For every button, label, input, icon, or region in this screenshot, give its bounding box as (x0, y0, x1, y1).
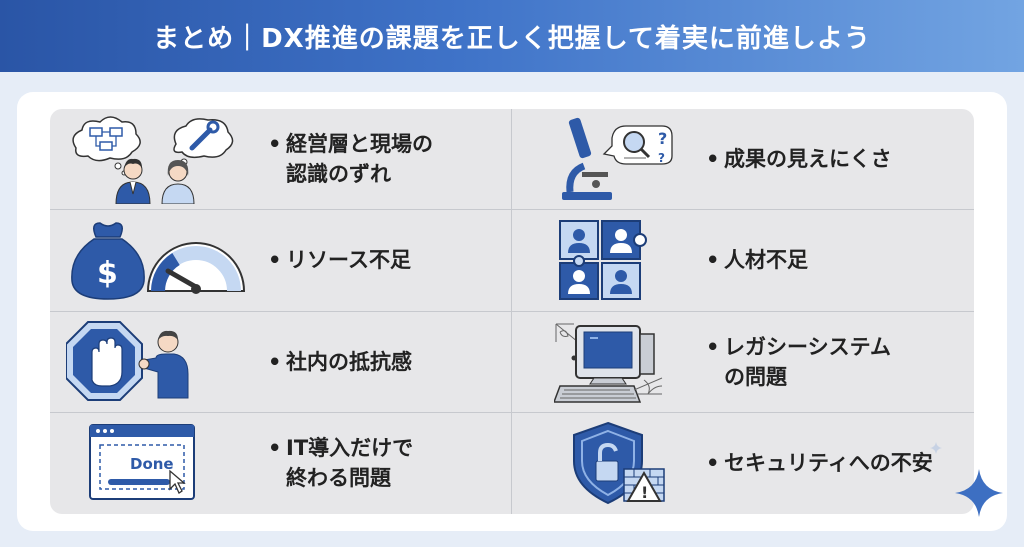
header-banner: まとめ｜DX推進の課題を正しく把握して着実に前進しよう (0, 0, 1024, 72)
page-title: まとめ｜DX推進の課題を正しく把握して着実に前進しよう (153, 23, 871, 54)
issue-text: • セキュリティへの不安 (706, 448, 933, 478)
bullet: • (706, 451, 720, 476)
issue-text: • 成果の見えにくさ (706, 144, 892, 174)
issue-cell-visibility: ? ? • 成果の見えにくさ (512, 109, 974, 211)
done-window-icon (89, 424, 195, 501)
bullet: • (268, 248, 282, 273)
issue-cell-resources: $ • リソース不足 (50, 210, 512, 312)
issue-cell-talent: • 人材不足 (512, 210, 974, 312)
issue-label: 人材不足 (724, 248, 808, 273)
puzzle-people-icon (559, 220, 647, 301)
bullet: • (706, 248, 720, 273)
issue-text: • 経営層と現場の 認識のずれ (268, 129, 433, 189)
issue-cell-management-gap: • 経営層と現場の 認識のずれ (50, 109, 512, 211)
issue-label: IT導入だけで 終わる問題 (286, 436, 414, 491)
issue-label: 経営層と現場の 認識のずれ (286, 132, 433, 186)
old-computer-icon (554, 323, 663, 403)
security-shield-icon: ! (573, 422, 665, 505)
done-spacer (50, 413, 51, 414)
issue-cell-it-adoption: Done • IT導入だけで 終わる問題 (50, 412, 512, 514)
management-gap-icon (72, 116, 234, 205)
issue-text: • 社内の抵抗感 (268, 347, 412, 377)
issue-text: • 人材不足 (706, 245, 808, 275)
svg-text:!: ! (641, 483, 648, 502)
svg-text:?: ? (658, 129, 667, 148)
issue-label: レガシーシステム の問題 (724, 334, 891, 389)
sparkle-small-icon (930, 442, 942, 454)
stop-sign-icon (66, 320, 189, 401)
issue-text: • リソース不足 (268, 245, 411, 275)
issue-label: 成果の見えにくさ (724, 147, 892, 171)
done-label: Done (130, 454, 174, 473)
issue-text: • レガシーシステム の問題 (706, 332, 891, 392)
issues-grid: • 経営層と現場の 認識のずれ ? ? • 成果の見えにくさ $ (50, 109, 974, 514)
bullet: • (706, 147, 720, 171)
svg-text:?: ? (658, 151, 665, 165)
issue-label: 社内の抵抗感 (286, 349, 412, 374)
issue-cell-security: ! • セキュリティへの不安 (512, 413, 974, 514)
bullet: • (268, 349, 282, 374)
money-bag-gauge-icon: $ (71, 222, 246, 301)
issue-label: リソース不足 (286, 248, 411, 273)
bullet: • (268, 436, 282, 461)
bullet: • (706, 334, 720, 359)
issue-text: • IT導入だけで 終わる問題 (268, 433, 413, 493)
sparkle-icon (955, 469, 1003, 517)
svg-text:$: $ (97, 256, 118, 291)
bullet: • (268, 132, 282, 156)
issue-cell-resistance: • 社内の抵抗感 (50, 311, 512, 413)
microscope-icon: ? ? (562, 118, 673, 201)
issue-cell-legacy: • レガシーシステム の問題 (512, 312, 974, 413)
issue-label: セキュリティへの不安 (724, 451, 933, 476)
